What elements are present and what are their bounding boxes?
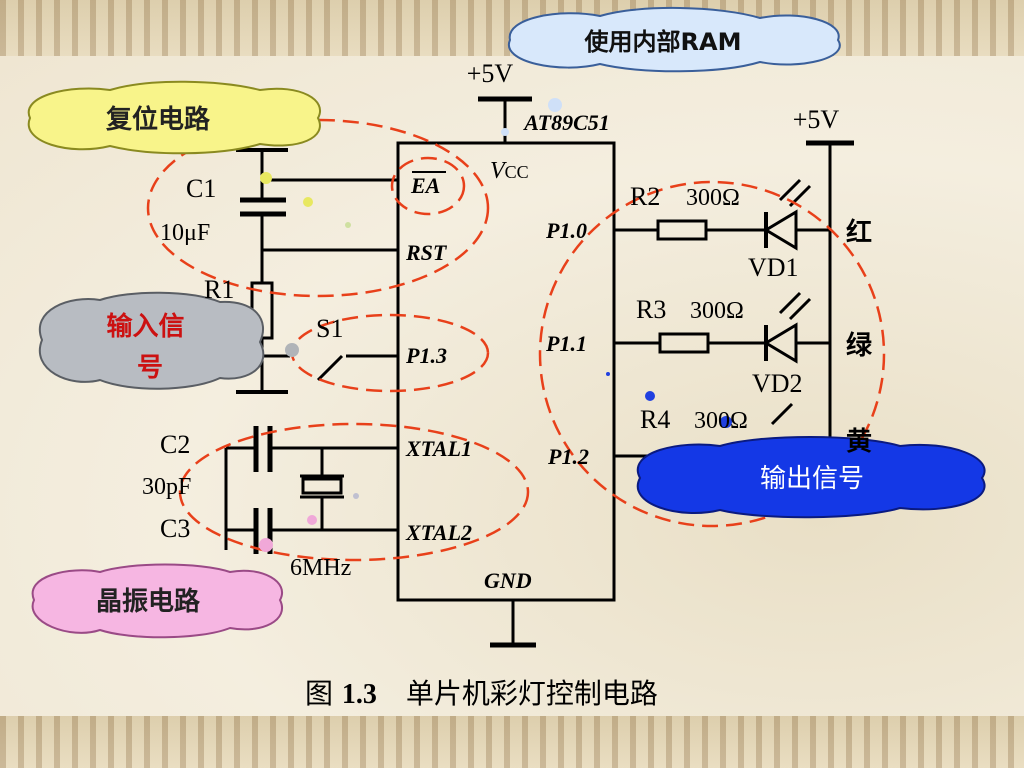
reset-callout-text: 复位电路 bbox=[106, 104, 211, 135]
vd1-label: VD1 bbox=[748, 253, 799, 282]
ram-callout bbox=[507, 6, 841, 73]
c1-value: 10μF bbox=[160, 220, 210, 246]
pin-p12: P1.2 bbox=[547, 444, 589, 469]
input-callout-line2: 号 bbox=[137, 353, 163, 383]
r2-label: R2 bbox=[630, 182, 660, 211]
c2-value: 30pF bbox=[142, 474, 191, 500]
vcc-top-label: +5V bbox=[467, 59, 514, 88]
input-callout-line1: 输入信 bbox=[106, 311, 184, 342]
output-circuit-outline bbox=[538, 180, 886, 528]
pin-p13: P1.3 bbox=[405, 343, 447, 368]
input-callout-text: 输入信 号 bbox=[106, 311, 193, 383]
r2-value: 300Ω bbox=[686, 185, 740, 211]
caption-fig: 图 bbox=[305, 677, 333, 710]
vcc-right-label: +5V bbox=[793, 105, 840, 134]
pin-ea: EA bbox=[410, 173, 440, 198]
output-callout-text: 输出信号 bbox=[760, 464, 864, 494]
crystal-freq: 6MHz bbox=[290, 555, 351, 581]
pin-p10: P1.0 bbox=[545, 218, 587, 243]
pin-p11: P1.1 bbox=[545, 331, 587, 356]
vcc-pin-label: VCC bbox=[490, 158, 529, 184]
decorative-dots bbox=[259, 98, 732, 552]
pin-gnd: GND bbox=[484, 568, 532, 593]
input-callout bbox=[38, 291, 265, 390]
c3-label: C3 bbox=[160, 514, 190, 543]
pin-xtal2: XTAL2 bbox=[405, 520, 472, 545]
ea-pin-outline bbox=[390, 156, 466, 216]
color-red-label: 红 bbox=[846, 217, 872, 248]
crystal-callout-text: 晶振电路 bbox=[96, 586, 201, 617]
r4-value: 300Ω bbox=[694, 408, 748, 434]
color-yellow-label: 黄 bbox=[846, 427, 872, 457]
caption-number: 1.3 bbox=[342, 679, 377, 710]
reset-callout bbox=[27, 80, 321, 155]
crystal-circuit-outline bbox=[178, 422, 530, 562]
reset-circuit-outline bbox=[146, 118, 490, 298]
caption-title: 单片机彩灯控制电路 bbox=[406, 677, 658, 710]
crystal-callout bbox=[31, 563, 283, 639]
pin-rst: RST bbox=[405, 240, 448, 265]
figure-caption: 图 1.3 单片机彩灯控制电路 bbox=[305, 677, 658, 710]
decorative-bottom-border bbox=[0, 716, 1024, 768]
output-callout bbox=[636, 436, 986, 519]
color-green-label: 绿 bbox=[846, 331, 873, 361]
r3-label: R3 bbox=[636, 295, 666, 324]
c2-label: C2 bbox=[160, 430, 190, 459]
ram-callout-text: 使用内部RAM bbox=[584, 28, 742, 56]
c1-label: C1 bbox=[186, 174, 216, 203]
chip-name: AT89C51 bbox=[522, 110, 610, 135]
vd2-label: VD2 bbox=[752, 369, 803, 398]
r3-value: 300Ω bbox=[690, 298, 744, 324]
r4-label: R4 bbox=[640, 405, 670, 434]
s1-label: S1 bbox=[316, 314, 343, 343]
r1-label: R1 bbox=[204, 275, 234, 304]
pin-xtal1: XTAL1 bbox=[405, 436, 472, 461]
